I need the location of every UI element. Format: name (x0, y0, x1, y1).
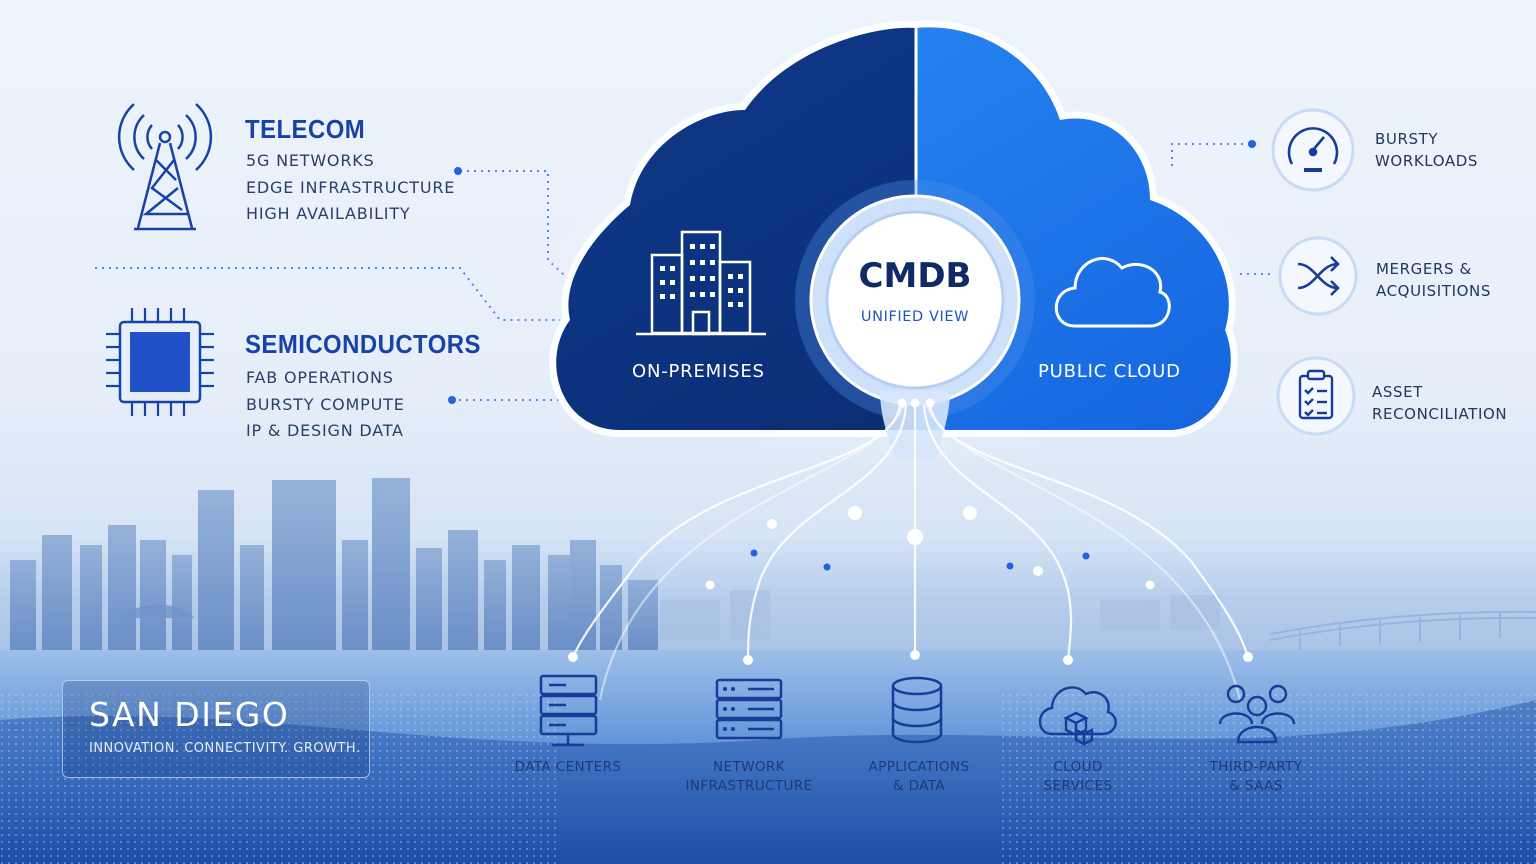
industry-items-semiconductors: FAB OPERATIONS BURSTY COMPUTE IP & DESIG… (246, 365, 405, 445)
industry-item: BURSTY COMPUTE (246, 394, 405, 414)
server-rack-icon (539, 674, 598, 747)
user-group-icon (1218, 684, 1296, 744)
industry-item: 5G NETWORKS (246, 151, 375, 170)
data-flow-lines (571, 404, 1250, 701)
city-skyline (0, 478, 1536, 660)
speedometer-icon (1287, 127, 1339, 172)
cmdb-hub (795, 180, 1035, 460)
location-badge: SAN DIEGO INNOVATION. CONNECTIVITY. GROW… (62, 680, 370, 778)
microchip-icon (106, 308, 214, 416)
connector-node (448, 396, 456, 404)
location-tagline: INNOVATION. CONNECTIVITY. GROWTH. (89, 741, 361, 756)
industry-item: IP & DESIGN DATA (246, 421, 404, 440)
industry-item: EDGE INFRASTRUCTURE (246, 177, 456, 197)
location-title: SAN DIEGO (89, 695, 290, 734)
driver-label-asset-reconciliation: ASSET RECONCILIATION (1372, 383, 1508, 423)
flow-nodes (568, 398, 1253, 665)
industry-item: FAB OPERATIONS (246, 368, 394, 387)
bridge (1269, 610, 1536, 650)
cmdb-subtitle: UNIFIED VIEW (860, 309, 970, 325)
industry-items-telecom: 5G NETWORKS EDGE INFRASTRUCTURE HIGH AVA… (246, 148, 455, 228)
clipboard-checklist-icon (1298, 369, 1334, 420)
source-label-applications-data: APPLICATIONS & DATA (868, 759, 970, 794)
industry-title-telecom: TELECOM (245, 114, 366, 144)
connector-node (1248, 140, 1256, 148)
driver-label-bursty-workloads: BURSTY WORKLOADS (1375, 130, 1478, 170)
dot-wave-right (1000, 690, 1536, 864)
database-icon (891, 676, 943, 744)
source-label-cloud-services: CLOUD SERVICES (1043, 759, 1113, 794)
office-buildings-icon (636, 230, 766, 336)
source-label-data-centers: DATA CENTERS (514, 759, 622, 775)
connector-node (454, 167, 462, 175)
industry-title-semiconductors: SEMICONDUCTORS (245, 329, 481, 359)
source-label-network-infrastructure: NETWORK INFRASTRUCTURE (685, 759, 813, 794)
driver-label-mergers-acquisitions: MERGERS & ACQUISITIONS (1376, 260, 1491, 300)
shuffle-arrows-icon (1297, 256, 1340, 296)
public-cloud-label: PUBLIC CLOUD (1038, 361, 1181, 382)
radio-tower-icon (117, 103, 213, 231)
on-premises-label: ON-PREMISES (632, 361, 765, 382)
cloud-package-icon (1038, 686, 1117, 746)
cmdb-title: CMDB (858, 256, 972, 296)
industry-item: HIGH AVAILABILITY (246, 204, 411, 223)
cloud-outline-icon (1054, 257, 1171, 328)
network-switch-icon (715, 678, 783, 740)
source-label-third-party-saas: THIRD-PARTY & SAAS (1209, 759, 1303, 794)
